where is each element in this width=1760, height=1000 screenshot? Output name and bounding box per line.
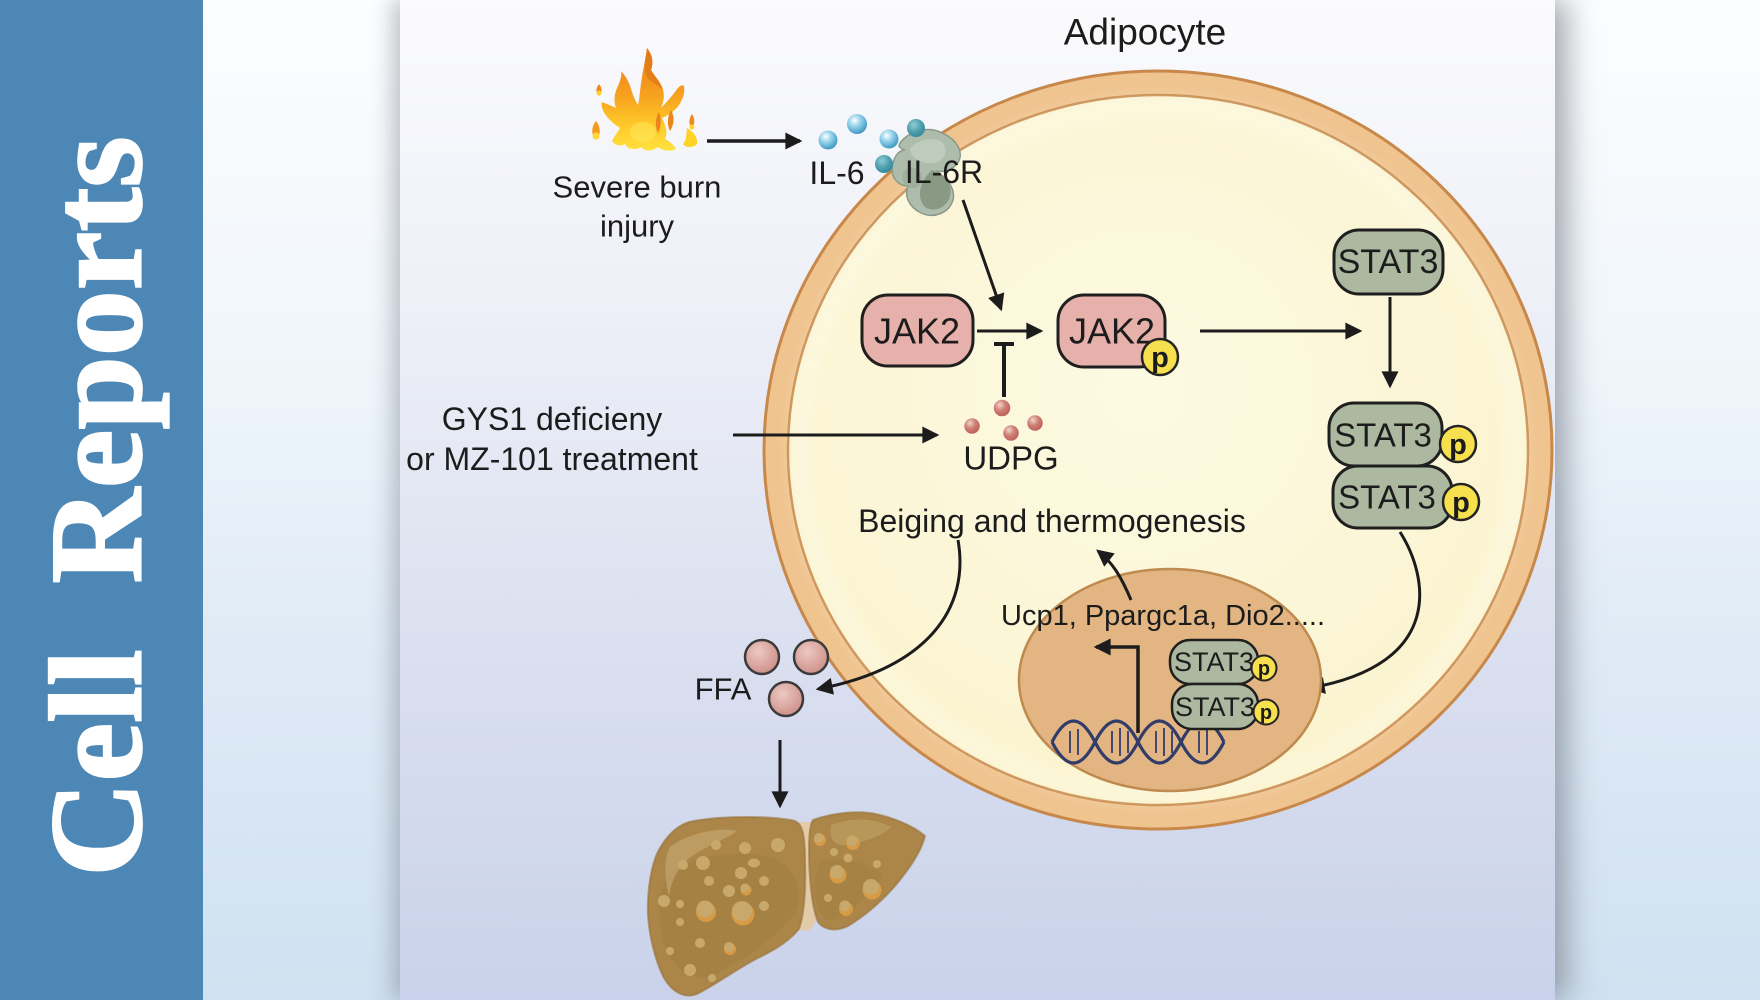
svg-text:injury: injury [600,209,675,244]
svg-text:STAT3: STAT3 [1334,417,1432,454]
svg-text:FFA: FFA [695,672,752,707]
svg-text:Ucp1, Ppargc1a, Dio2.....: Ucp1, Ppargc1a, Dio2..... [1001,600,1325,632]
svg-text:IL-6R: IL-6R [905,154,983,190]
svg-text:Adipocyte: Adipocyte [1064,12,1227,53]
svg-text:STAT3: STAT3 [1175,692,1255,722]
svg-text:STAT3: STAT3 [1338,243,1439,281]
svg-text:or MZ-101 treatment: or MZ-101 treatment [406,441,698,477]
svg-text:p: p [1452,487,1470,519]
svg-text:STAT3: STAT3 [1338,479,1436,516]
svg-text:UDPG: UDPG [963,440,1058,477]
svg-text:IL-6: IL-6 [809,155,864,191]
svg-text:Beiging and thermogenesis: Beiging and thermogenesis [858,503,1246,539]
svg-text:p: p [1449,429,1467,461]
svg-text:p: p [1260,702,1272,724]
svg-text:p: p [1151,342,1169,374]
svg-text:p: p [1258,658,1270,680]
svg-text:JAK2: JAK2 [874,311,960,352]
svg-text:JAK2: JAK2 [1069,311,1155,352]
svg-text:STAT3: STAT3 [1174,647,1254,677]
svg-text:Severe burn: Severe burn [553,170,722,205]
svg-text:GYS1 deficieny: GYS1 deficieny [442,401,663,437]
svg-text:Cell Reports: Cell Reports [23,136,170,877]
